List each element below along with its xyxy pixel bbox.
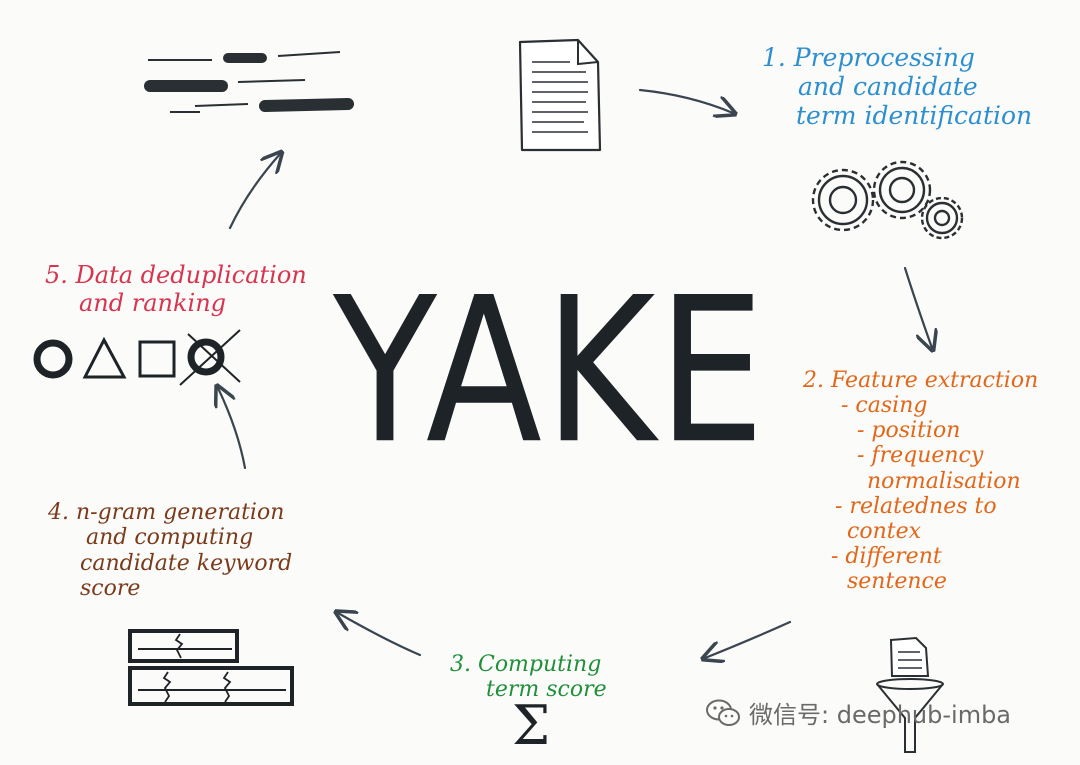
- document-icon: [518, 38, 602, 152]
- step2-item: - position: [857, 418, 961, 444]
- arrow-step3-to-step4: [338, 613, 422, 657]
- watermark: 微信号: deephub-imba: [705, 695, 1011, 730]
- step4-label: 4. n-gram generation and computing candi…: [48, 500, 292, 601]
- step2-item: - relatednes to: [835, 493, 997, 519]
- step1-line: and candidate: [798, 71, 978, 101]
- arrow-doc-to-step1: [638, 88, 733, 113]
- step2-items: - casing - position - frequency normalis…: [803, 393, 1038, 594]
- funnel-icon: [876, 636, 944, 753]
- step2-item: contex: [847, 518, 922, 544]
- sigma-icon: Σ: [512, 694, 551, 757]
- arrow-step2-to-step3: [705, 620, 792, 658]
- arrow-gears-to-step2: [903, 266, 932, 348]
- step2-heading: 2. Feature extraction: [803, 368, 1039, 393]
- step3-label: 3. Computing term score: [450, 652, 607, 703]
- step2-label: 2. Feature extraction - casing - positio…: [803, 368, 1038, 594]
- arrow-step4-to-step5: [218, 388, 247, 470]
- arrow-step5-to-output: [228, 154, 280, 230]
- step1-line: 1. Preprocessing: [762, 43, 975, 72]
- step2-item: - casing: [841, 393, 928, 419]
- watermark-text: 微信号: deephub-imba: [749, 701, 1012, 729]
- keyword-output-icon: [144, 51, 354, 113]
- wechat-icon: [706, 699, 740, 726]
- step5-line: 5. Data deduplication: [45, 261, 307, 289]
- step3-line: 3. Computing: [450, 652, 602, 677]
- step5-line: and ranking: [79, 288, 227, 317]
- step2-item: - frequency: [857, 443, 984, 469]
- step1-line: term identification: [796, 100, 1033, 130]
- step1-label: 1. Preprocessing and candidate term iden…: [762, 43, 1033, 130]
- main-title: YAKE: [333, 255, 767, 489]
- step2-item: sentence: [847, 568, 947, 594]
- step3-line: term score: [486, 677, 607, 703]
- gears-icon: [811, 160, 964, 240]
- ngram-bars-icon: [128, 629, 294, 706]
- step4-line: candidate keyword: [80, 550, 293, 576]
- step4-line: and computing: [86, 525, 254, 551]
- step2-item: - different: [831, 543, 942, 569]
- step2-item: normalisation: [867, 468, 1021, 494]
- step4-line: score: [80, 575, 141, 601]
- dedup-shapes-icon: [33, 329, 241, 386]
- cycle-arrows: [218, 88, 932, 658]
- step4-line: 4. n-gram generation: [48, 500, 285, 525]
- step5-label: 5. Data deduplication and ranking: [45, 261, 307, 317]
